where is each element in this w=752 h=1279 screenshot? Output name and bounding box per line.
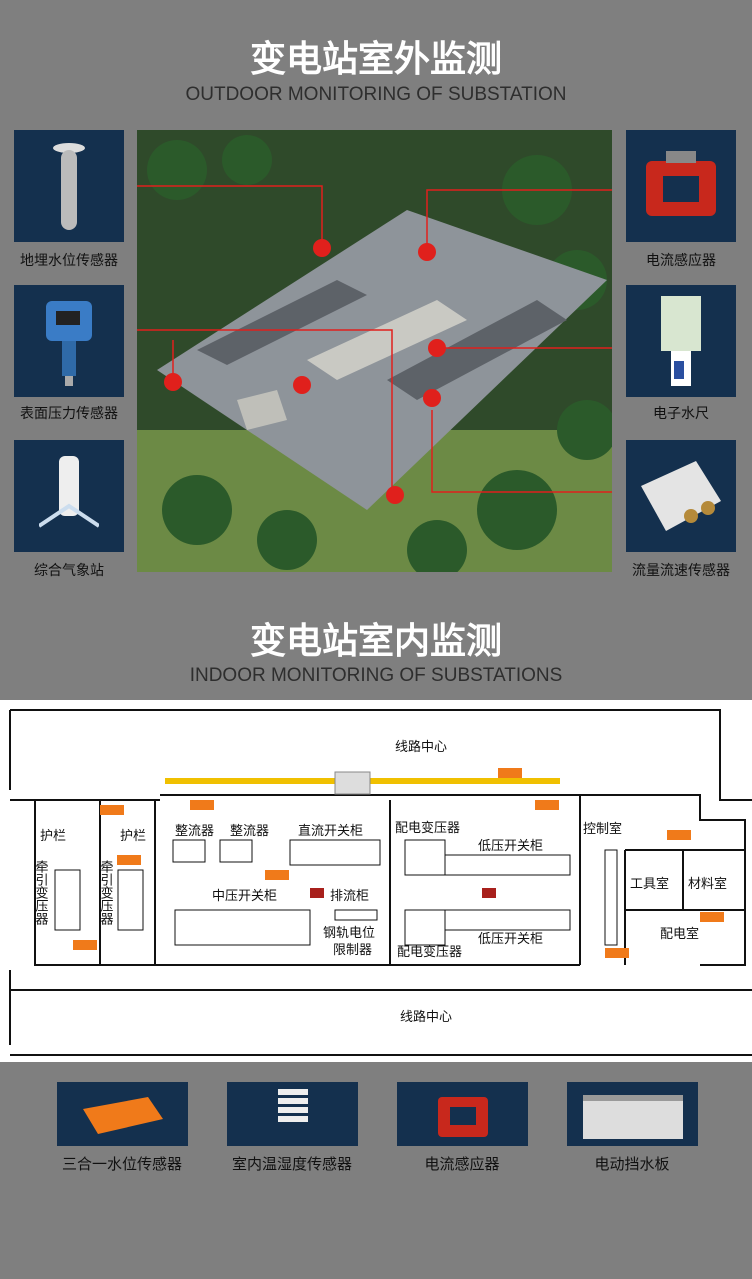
temperature-humidity-sensor-icon [227,1082,358,1146]
label-rectifier-1: 整流器 [175,824,214,839]
substation-aerial-view [137,130,612,572]
label-tool-room: 工具室 [630,876,669,892]
current-sensor-icon [626,130,736,242]
sensor-label: 表面压力传感器 [20,406,118,422]
outdoor-title: 变电站室外监测 [249,39,502,80]
sensor-label: 综合气象站 [34,563,104,579]
label-line-center-top: 线路中心 [395,739,447,755]
label-drain-cabinet: 排流柜 [330,889,369,904]
product-label: 电动挡水板 [594,1155,670,1173]
indoor-subtitle: INDOOR MONITORING OF SUBSTATIONS [189,665,563,686]
label-dc-cabinet: 直流开关柜 [298,824,363,839]
label-lv-cabinet-top: 低压开关柜 [478,839,543,854]
sensor-label: 电流感应器 [646,253,716,269]
label-control-room: 控制室 [583,821,622,837]
label-dist-transformer-top: 配电变压器 [395,820,460,836]
electric-flood-barrier-icon [567,1082,698,1146]
label-traction-transformer-2: 牵引变压器 [98,860,114,926]
label-rail-limiter: 钢轨电位 [323,926,375,941]
label-mv-cabinet: 中压开关柜 [212,889,277,904]
label-power-room: 配电室 [660,926,699,942]
indoor-title: 变电站室内监测 [249,621,502,662]
label-guard-2: 护栏 [120,829,146,844]
label-lv-cabinet-bottom: 低压开关柜 [478,932,543,947]
label-dist-transformer-bottom: 配电变压器 [397,944,462,960]
label-material-room: 材料室 [688,876,727,892]
electronic-water-gauge-icon [626,285,736,397]
weather-station-icon [14,440,124,552]
label-rail-limiter-2: 限制器 [333,943,372,958]
sensor-label: 流量流速传感器 [632,563,730,579]
product-label: 三合一水位传感器 [61,1155,182,1173]
buried-water-level-sensor-icon [14,130,124,242]
flow-velocity-sensor-icon [626,440,736,552]
triple-water-level-sensor-icon [57,1082,188,1146]
outdoor-subtitle: OUTDOOR MONITORING OF SUBSTATION [185,84,567,105]
current-sensor-icon [397,1082,528,1146]
label-rectifier-2: 整流器 [230,824,269,839]
label-line-center-bottom: 线路中心 [400,1009,452,1025]
product-label: 电流感应器 [424,1155,500,1173]
product-label: 室内温湿度传感器 [231,1155,352,1173]
sensor-label: 地埋水位传感器 [20,253,118,269]
label-guard-1: 护栏 [40,829,66,844]
water-level-sensor-markers [73,768,724,958]
indoor-floor-plan: 线路中心 线路中心 护栏 护栏 牵引变压器 牵引变压器 整流器 整流器 直流开关… [0,700,752,1062]
pressure-sensor-icon [14,285,124,397]
sensor-label: 电子水尺 [653,406,709,422]
label-traction-transformer-1: 牵引变压器 [33,860,49,926]
